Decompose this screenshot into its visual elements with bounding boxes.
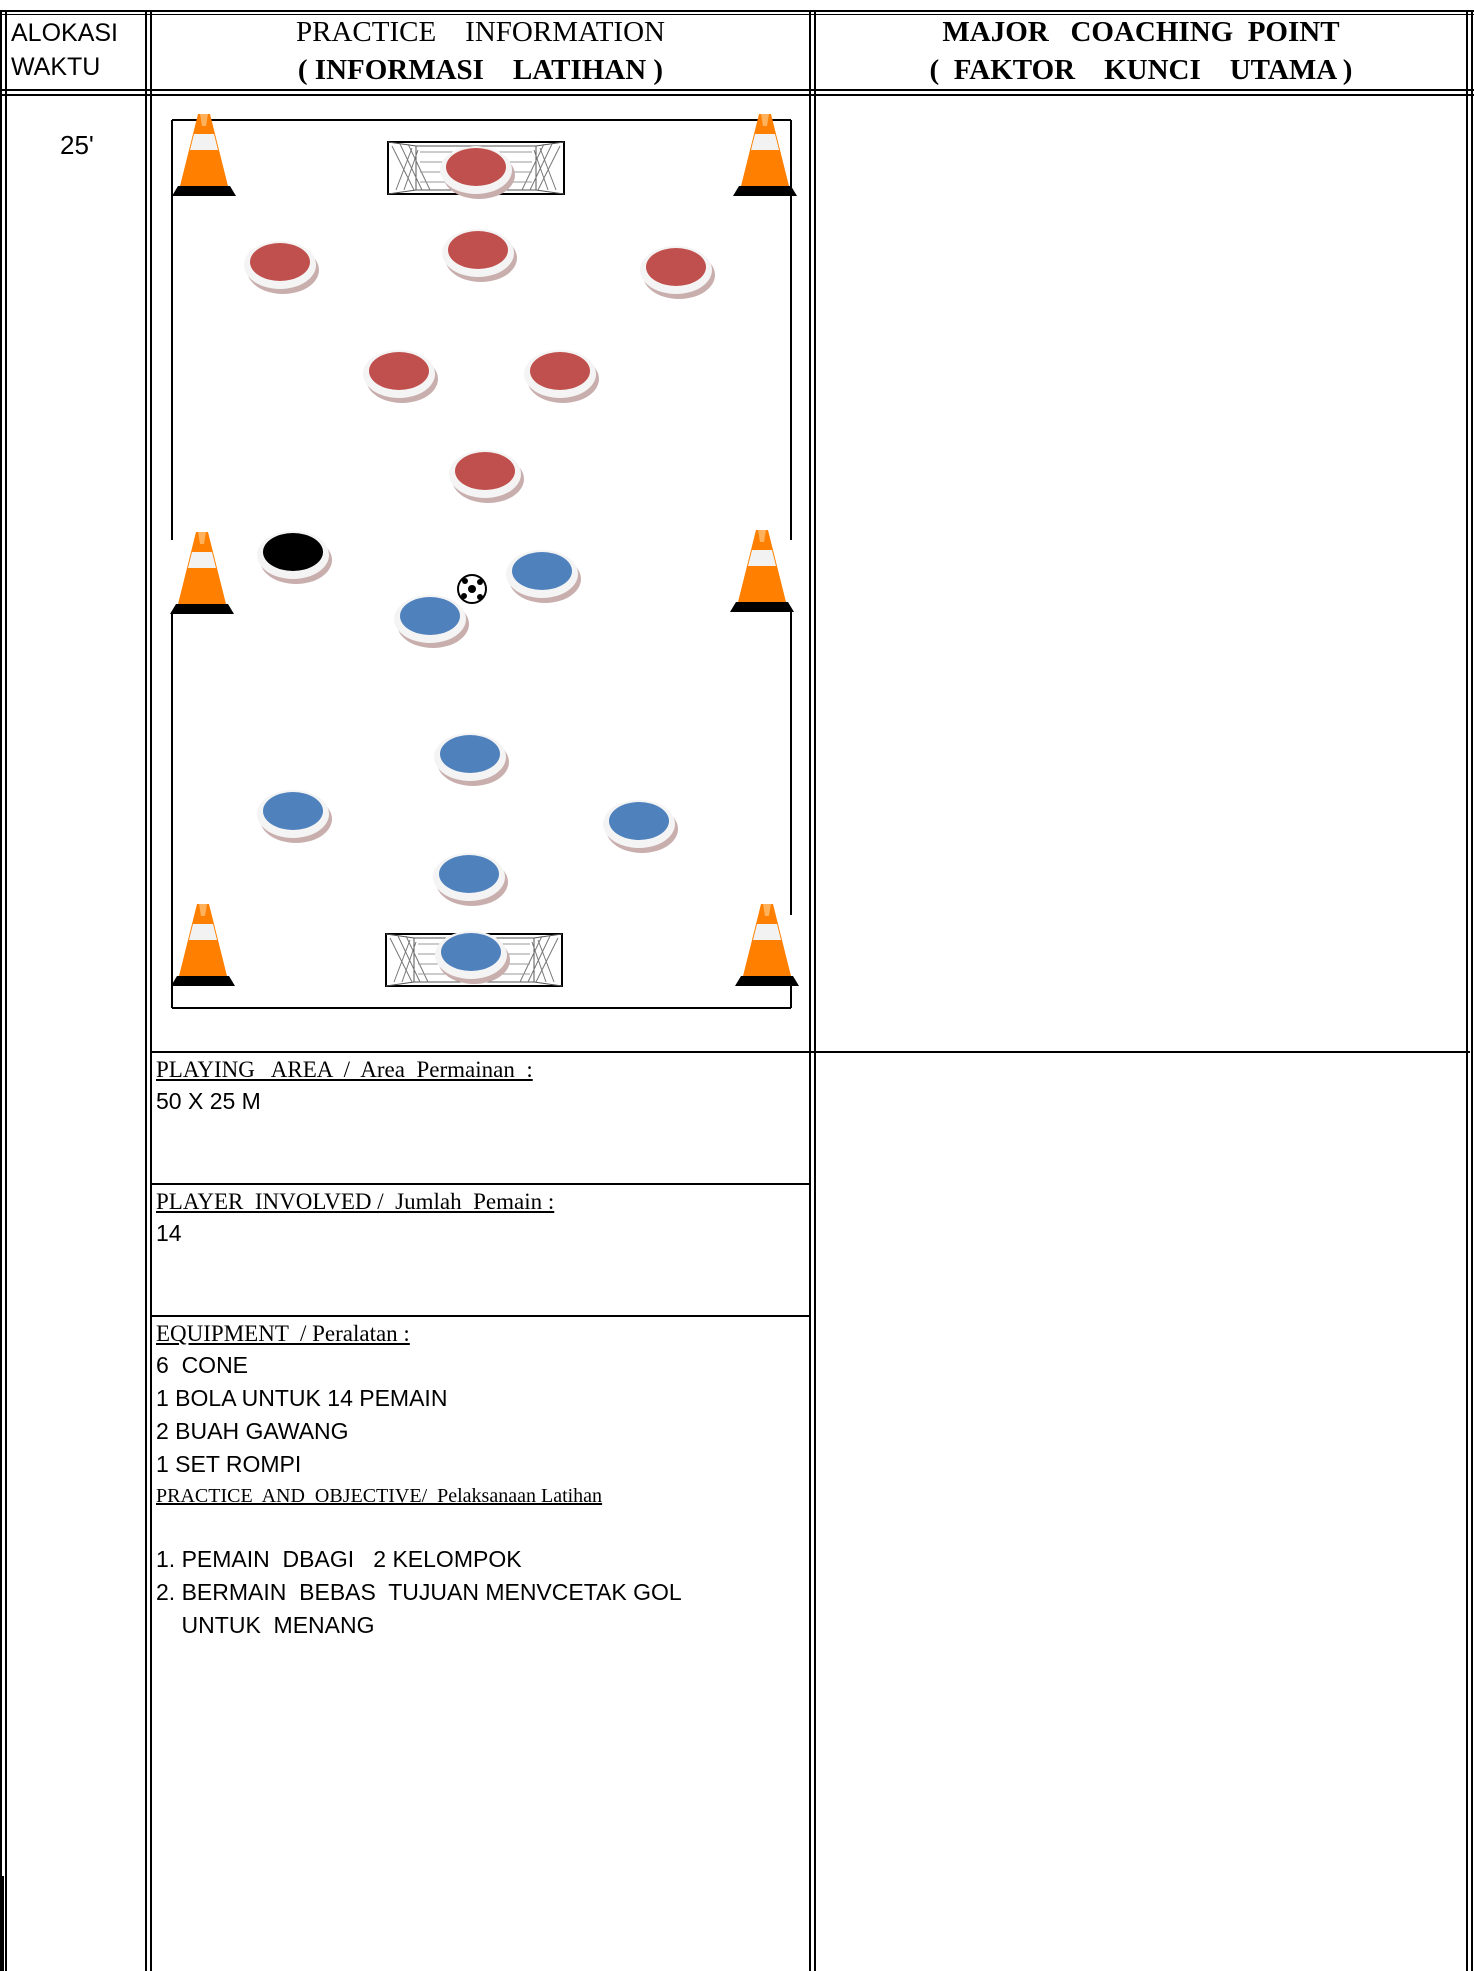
- ball-icon: [457, 574, 487, 604]
- practice-objective-item: 2. BERMAIN BEBAS TUJUAN MENVCETAK GOL: [156, 1579, 682, 1605]
- playing-area-section: PLAYING AREA / Area Permainan : 50 X 25 …: [156, 1055, 806, 1118]
- header-coaching-line1: MAJOR COACHING POINT: [942, 16, 1340, 48]
- playing-area-value: 50 X 25 M: [156, 1088, 261, 1114]
- equipment-item: 2 BUAH GAWANG: [156, 1418, 349, 1444]
- player-marker-icon: [603, 800, 678, 853]
- practice-objective-item: UNTUK MENANG: [156, 1612, 375, 1638]
- players-section: PLAYER INVOLVED / Jumlah Pemain : 14: [156, 1187, 806, 1250]
- header-practice-line1: PRACTICE INFORMATION: [296, 16, 665, 48]
- player-marker-icon: [449, 450, 524, 503]
- players-label: PLAYER INVOLVED / Jumlah Pemain :: [156, 1189, 555, 1214]
- header-coaching-line2: ( FAKTOR KUNCI UTAMA ): [929, 54, 1353, 86]
- cone-icon: [735, 904, 799, 986]
- player-marker-icon: [363, 350, 438, 403]
- player-marker-icon: [244, 241, 319, 294]
- header-practice-information: PRACTICE INFORMATION ( INFORMASI LATIHAN…: [152, 13, 809, 89]
- player-marker-icon: [524, 350, 599, 403]
- player-marker-icon: [394, 595, 469, 648]
- header-time-line1: ALOKASI: [11, 19, 118, 47]
- player-marker-icon: [640, 246, 715, 299]
- playing-area-label: PLAYING AREA / Area Permainan :: [156, 1057, 533, 1082]
- cone-icon: [170, 532, 234, 614]
- equipment-item: 6 CONE: [156, 1352, 249, 1378]
- player-marker-icon: [440, 146, 515, 199]
- cone-icon: [172, 114, 236, 196]
- player-marker-icon: [442, 229, 517, 282]
- cone-icon: [171, 904, 235, 986]
- equipment-item: 1 BOLA UNTUK 14 PEMAIN: [156, 1385, 448, 1411]
- practice-field-diagram: [170, 114, 799, 1009]
- team-red-players: [244, 146, 715, 503]
- player-marker-icon: [506, 550, 581, 603]
- player-marker-icon: [433, 853, 508, 906]
- practice-objective-label: PRACTICE AND OBJECTIVE/ Pelaksanaan Lati…: [156, 1485, 603, 1507]
- cone-icon: [730, 530, 794, 612]
- header-time-line2: WAKTU: [11, 53, 101, 81]
- header-coaching-point: MAJOR COACHING POINT ( FAKTOR KUNCI UTAM…: [816, 13, 1466, 89]
- players-value: 14: [156, 1220, 182, 1246]
- neutral-player-marker-icon: [257, 531, 332, 584]
- header-time-col: ALOKASI WAKTU: [11, 16, 118, 84]
- time-allocation-value: 25': [60, 130, 94, 160]
- practice-objective-item: 1. PEMAIN DBAGI 2 KELOMPOK: [156, 1546, 522, 1572]
- header-practice-line2: ( INFORMASI LATIHAN ): [297, 54, 664, 86]
- equipment-item: 1 SET ROMPI: [156, 1451, 302, 1477]
- player-marker-icon: [257, 790, 332, 843]
- player-marker-icon: [434, 733, 509, 786]
- team-blue-players: [257, 550, 678, 984]
- player-marker-icon: [435, 931, 510, 984]
- equipment-section: EQUIPMENT / Peralatan : 6 CONE 1 BOLA UN…: [156, 1319, 806, 1642]
- cone-icon: [733, 114, 797, 196]
- equipment-label: EQUIPMENT / Peralatan :: [156, 1321, 410, 1346]
